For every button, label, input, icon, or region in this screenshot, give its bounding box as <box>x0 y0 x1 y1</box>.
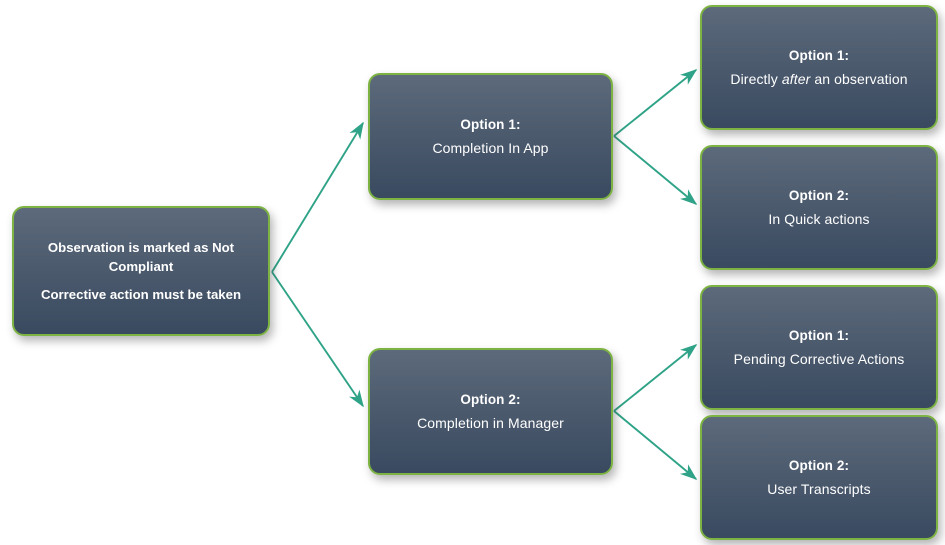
node-in-quick-actions-title: Option 2: <box>788 188 850 204</box>
node-completion-in-manager-subtitle: Completion in Manager <box>417 414 564 431</box>
node-in-quick-actions[interactable]: Option 2: In Quick actions <box>700 145 938 270</box>
node-directly-after-subtitle-emphasis: after <box>781 70 811 87</box>
node-root-line2: Corrective action must be taken <box>40 287 242 303</box>
node-completion-in-manager-title: Option 2: <box>460 392 521 408</box>
node-completion-in-app-title: Option 1: <box>460 117 521 133</box>
edge-in-manager-to-user-transcripts <box>613 410 698 480</box>
edge-root-to-in-manager <box>271 271 364 408</box>
node-user-transcripts[interactable]: Option 2: User Transcripts <box>700 415 938 540</box>
node-completion-in-app[interactable]: Option 1: Completion In App <box>368 73 613 200</box>
node-directly-after-title: Option 1: <box>788 48 850 64</box>
node-pending-corrective-actions[interactable]: Option 1: Pending Corrective Actions <box>700 285 938 410</box>
node-observation-not-compliant[interactable]: Observation is marked as Not Compliant C… <box>12 206 270 336</box>
edge-in-app-to-quick-actions <box>613 135 698 205</box>
node-in-quick-actions-subtitle: In Quick actions <box>768 210 870 227</box>
node-root-line1: Observation is marked as Not Compliant <box>47 239 235 274</box>
node-directly-after-subtitle-pre: Directly <box>730 70 782 87</box>
node-directly-after-subtitle: Directly after an observation <box>730 69 907 89</box>
node-user-transcripts-subtitle: User Transcripts <box>767 480 871 497</box>
node-completion-in-manager[interactable]: Option 2: Completion in Manager <box>368 348 613 475</box>
node-pending-corrective-actions-title: Option 1: <box>788 328 850 344</box>
node-directly-after-subtitle-post: an observation <box>810 70 908 87</box>
edge-in-app-to-after-observation <box>613 69 698 137</box>
node-directly-after-an-observation[interactable]: Option 1: Directly after an observation <box>700 5 938 130</box>
edge-root-to-in-app <box>271 121 364 273</box>
node-user-transcripts-title: Option 2: <box>788 458 850 474</box>
edge-in-manager-to-pending-corrective-actions <box>613 344 698 412</box>
node-completion-in-app-subtitle: Completion In App <box>432 139 549 156</box>
node-pending-corrective-actions-subtitle: Pending Corrective Actions <box>733 350 905 367</box>
